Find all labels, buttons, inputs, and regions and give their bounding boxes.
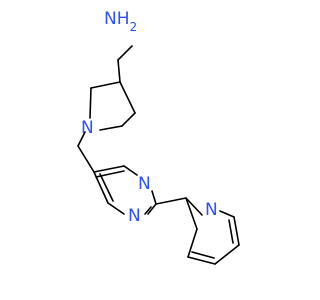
bond-n3-c4 xyxy=(107,202,125,215)
bond-c2-n1 xyxy=(89,87,92,119)
bond-py-c5-c6 xyxy=(214,244,240,265)
bond-amine-ch2 xyxy=(117,45,133,61)
amine-label: NH2 xyxy=(104,9,137,34)
pyrimidine-nitrogen-bottom-label: N xyxy=(128,206,141,226)
pyrimidine-nitrogen-top-label: N xyxy=(138,174,151,194)
bond-c2-n3 xyxy=(147,203,157,215)
bond-c5-c6 xyxy=(93,165,125,173)
bond-n1-c2 xyxy=(151,190,157,205)
bond-c4-c5-double xyxy=(99,173,114,202)
bond-ch2-c3 xyxy=(117,59,121,83)
atom-labels: NH2 N N N N xyxy=(81,9,218,226)
amine-subscript: 2 xyxy=(130,20,138,34)
bond-pyrimidine-pyridine xyxy=(155,197,187,205)
bond-py-c4-c5 xyxy=(187,256,216,265)
bond-py-c7-n xyxy=(219,210,235,218)
bond-py-c2-n xyxy=(185,197,203,216)
bond-c3-c4 xyxy=(119,81,136,114)
bond-py-c6-c7 xyxy=(233,216,240,246)
pyrrolidine-nitrogen-label: N xyxy=(81,118,94,138)
bond-c4-c5 xyxy=(93,171,109,204)
bond-py-c2-c3 xyxy=(185,197,198,230)
bond-c3-c2 xyxy=(90,81,121,89)
amine-text: NH xyxy=(104,9,130,29)
bond-ch2-pyrimidine xyxy=(77,145,95,173)
pyridine-nitrogen-label: N xyxy=(205,200,218,220)
molecule-structure-diagram: NH2 N N N N xyxy=(77,9,240,265)
bond-py-c6-c7-double xyxy=(228,219,234,244)
bond-py-c3-c4 xyxy=(187,228,198,258)
bond-c2-n3-double xyxy=(144,206,152,215)
bond-n1-ch2 xyxy=(77,131,86,147)
bond-py-c4-c5-double xyxy=(191,251,215,259)
bonds xyxy=(77,45,240,265)
bond-c6-n1 xyxy=(123,165,138,176)
bond-c4-c5 xyxy=(121,112,136,127)
bond-c5-n1 xyxy=(99,125,123,131)
